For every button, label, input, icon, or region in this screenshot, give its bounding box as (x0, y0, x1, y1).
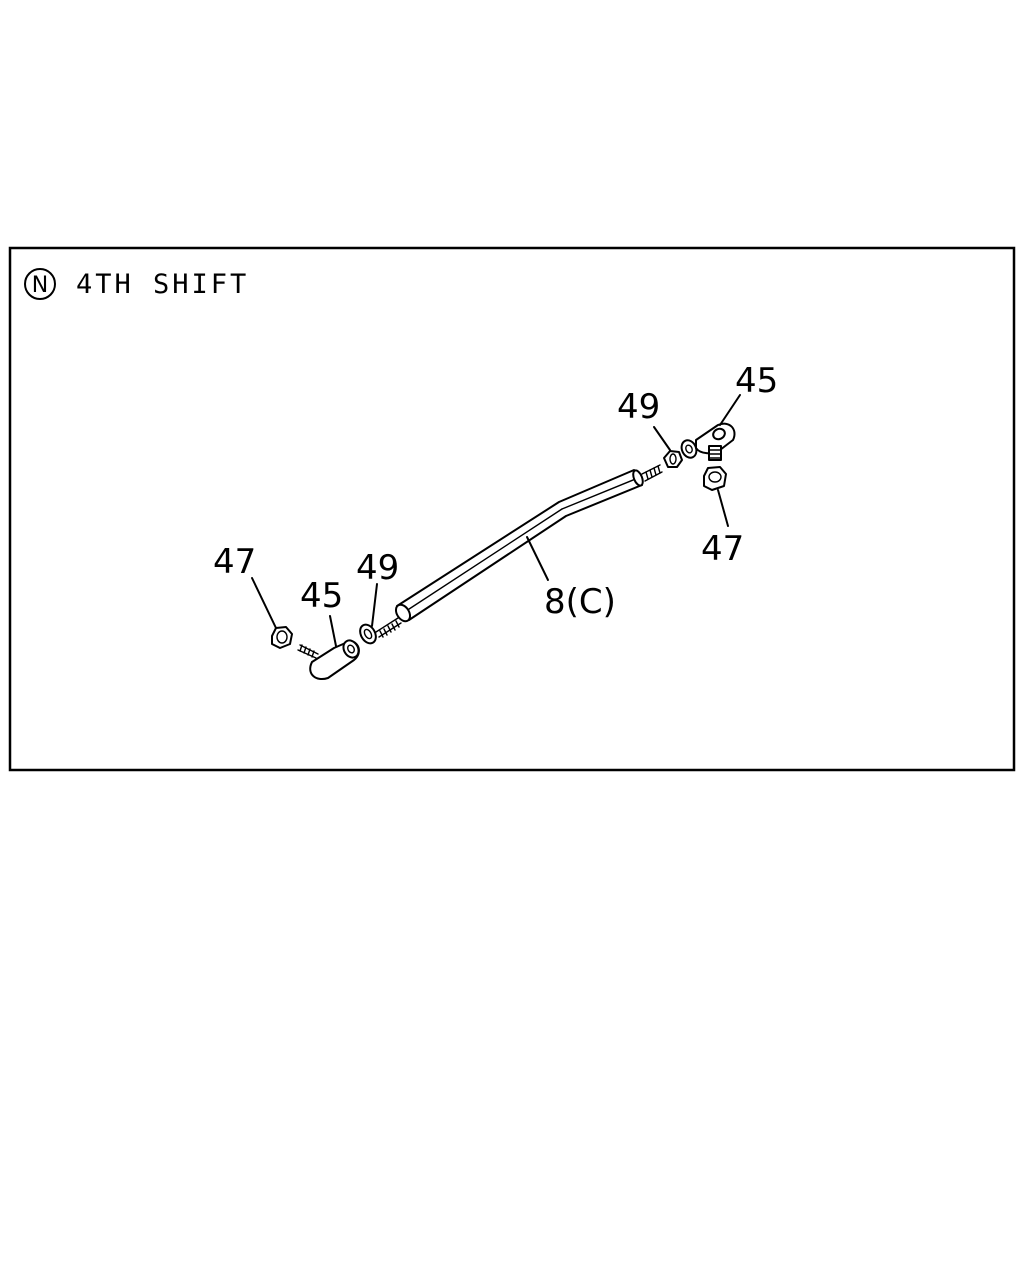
section-badge-circle (24, 268, 56, 300)
callout-rod: 8(C) (544, 582, 616, 622)
callout-left-ball-joint: 45 (300, 576, 343, 616)
rod-thread-left (375, 617, 402, 638)
section-title: 4TH SHIFT (76, 269, 249, 300)
left-ball-joint (297, 639, 360, 680)
shift-rod (394, 469, 644, 623)
left-lock-nut (359, 623, 377, 645)
left-nut (271, 626, 293, 649)
callout-right-nut: 47 (701, 529, 744, 569)
diagram-frame (8, 246, 1016, 772)
section-header: N 4TH SHIFT (24, 268, 249, 300)
leader-lines (251, 394, 741, 647)
section-badge-letter: N (32, 273, 48, 298)
right-ball-joint (680, 422, 736, 461)
callout-right-lock-nut: 49 (617, 387, 660, 427)
right-nut (703, 466, 727, 491)
rod-thread-right (641, 464, 663, 482)
callout-left-nut: 47 (213, 542, 256, 582)
callout-right-ball-joint: 45 (735, 361, 778, 401)
callout-left-lock-nut: 49 (356, 548, 399, 588)
right-lock-nut (663, 450, 683, 468)
